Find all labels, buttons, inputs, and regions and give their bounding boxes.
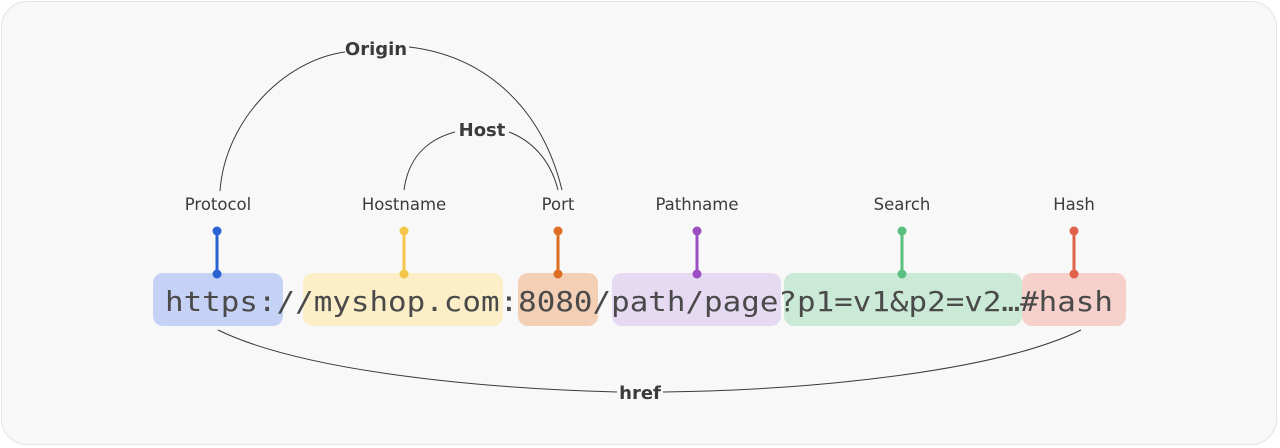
hash-marker xyxy=(1069,226,1079,279)
url-slashes: // xyxy=(277,285,314,318)
hash-label: Hash xyxy=(1053,195,1095,214)
origin-label: Origin xyxy=(345,39,407,60)
pathname-marker xyxy=(692,226,702,279)
search-marker xyxy=(897,226,907,279)
hostname-marker xyxy=(399,226,409,279)
href-arc xyxy=(217,329,1082,393)
protocol-marker xyxy=(212,226,222,279)
origin-arc xyxy=(219,46,563,192)
host-arc xyxy=(403,131,559,191)
url-hostname: myshop.com xyxy=(314,285,500,318)
search-label: Search xyxy=(874,195,931,214)
url-colon: : xyxy=(500,285,519,318)
url-protocol: https: xyxy=(165,285,277,318)
url-hash: #hash xyxy=(1020,285,1113,318)
protocol-highlight xyxy=(153,273,283,326)
host-label: Host xyxy=(459,120,506,141)
hostname-label: Hostname xyxy=(362,195,446,214)
href-label: href xyxy=(619,383,661,404)
url-port: 8080 xyxy=(518,285,592,318)
port-label: Port xyxy=(542,195,575,214)
hostname-highlight xyxy=(303,273,503,326)
url-text: https://myshop.com:8080/path/page?p1=v1&… xyxy=(165,285,1113,318)
url-search: ?p1=v1&p2=v2… xyxy=(778,285,1020,318)
port-highlight xyxy=(518,273,598,326)
search-highlight xyxy=(784,273,1022,326)
protocol-label: Protocol xyxy=(185,195,252,214)
pathname-label: Pathname xyxy=(655,195,738,214)
pathname-highlight xyxy=(612,273,781,326)
hash-highlight xyxy=(1022,273,1126,326)
port-marker xyxy=(553,226,563,279)
url-pathname: /path/page xyxy=(593,285,779,318)
